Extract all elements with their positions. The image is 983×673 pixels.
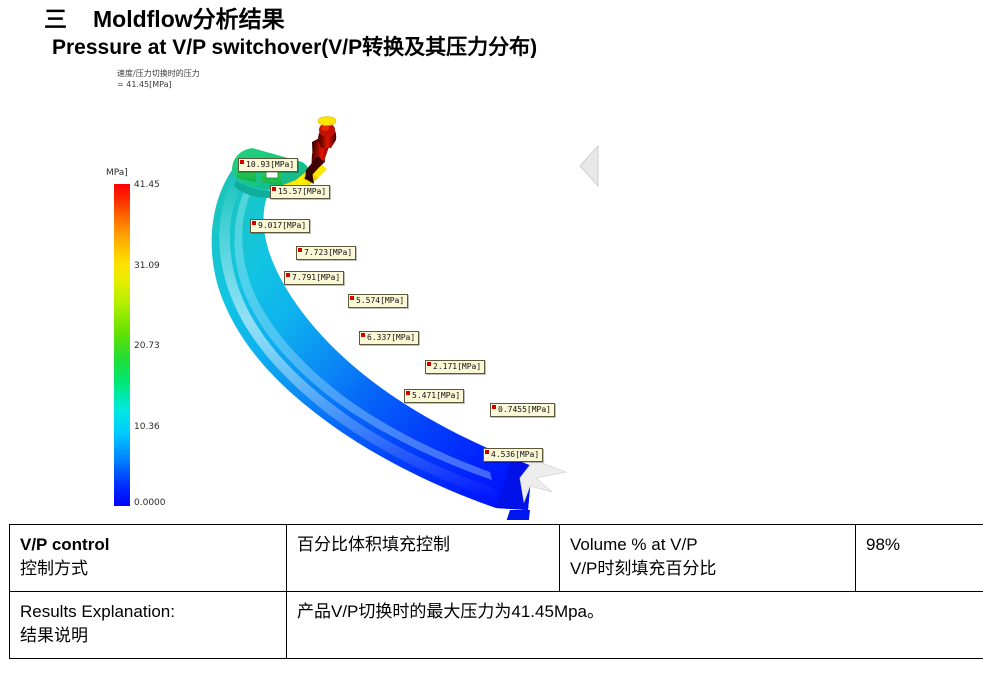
volume-pct-value: 98% (866, 535, 901, 554)
pressure-callout: 4.536[MPa] (483, 448, 544, 462)
plot-annotation: 速度/压力切换时的压力 = 41.45[MPa] (117, 68, 200, 90)
table-row: Results Explanation: 结果说明 产品V/P切换时的最大压力为… (9, 591, 983, 659)
sprue-knob-highlight (321, 125, 329, 131)
plot-annotation-line1: 速度/压力切换时的压力 (117, 69, 200, 78)
vp-control-label-cell: V/P control 控制方式 (9, 524, 287, 592)
sprue-tip (304, 172, 314, 184)
volume-pct-label-cell: Volume % at V/P V/P时刻填充百分比 (559, 524, 856, 592)
results-explanation-label-cell: Results Explanation: 结果说明 (9, 591, 287, 659)
color-scale-tick-4: 0.0000 (134, 498, 166, 508)
vp-control-label-cn: 控制方式 (20, 559, 88, 578)
injection-location-marker (317, 116, 337, 126)
pressure-callout: 7.723[MPa] (296, 246, 357, 260)
color-scale-tick-3: 10.36 (134, 422, 160, 432)
color-scale-unit-label: MPa] (106, 168, 128, 178)
pressure-callout: 15.57[MPa] (270, 185, 331, 199)
volume-pct-label-en: Volume % at V/P (570, 535, 698, 554)
pressure-callout: 9.017[MPa] (250, 219, 311, 233)
vp-control-label-en: V/P control (20, 535, 110, 554)
vp-control-value-cell: 百分比体积填充控制 (286, 524, 560, 592)
table-row: V/P control 控制方式 百分比体积填充控制 Volume % at V… (9, 524, 983, 592)
volume-pct-value-cell: 98% (855, 524, 983, 592)
results-explanation-value: 产品V/P切换时的最大压力为41.45Mpa。 (297, 602, 605, 621)
pressure-callout: 6.337[MPa] (359, 331, 420, 345)
color-scale-tick-0: 41.45 (134, 180, 160, 190)
page-subtitle: Pressure at V/P switchover(V/P转换及其压力分布) (52, 36, 538, 59)
pressure-callout: 5.471[MPa] (404, 389, 465, 403)
pressure-callout: 0.7455[MPa] (490, 403, 555, 417)
pressure-callout: 10.93[MPa] (238, 158, 299, 172)
results-explanation-value-cell: 产品V/P切换时的最大压力为41.45Mpa。 (286, 591, 983, 659)
page-title: 三 Moldflow分析结果 (44, 0, 285, 34)
results-table: V/P control 控制方式 百分比体积填充控制 Volume % at V… (9, 524, 983, 659)
pressure-callout: 7.791[MPa] (284, 271, 345, 285)
results-explanation-label-en: Results Explanation: (20, 602, 175, 621)
section-number: 三 (44, 6, 67, 32)
color-scale-tick-1: 31.09 (134, 261, 160, 271)
part-specular-highlight (219, 174, 499, 500)
pressure-callout: 5.574[MPa] (348, 294, 409, 308)
pressure-callout: 2.171[MPa] (425, 360, 486, 374)
view-pointer-lower-icon (519, 459, 568, 504)
model-viewport[interactable]: 速度/压力切换时的压力 = 41.45[MPa] MPa] 41.45 31.0… (0, 58, 983, 520)
part-tail-tip (506, 510, 530, 520)
plot-annotation-line2: = 41.45[MPa] (117, 80, 172, 89)
vp-control-value: 百分比体积填充控制 (297, 535, 450, 554)
color-scale-tick-2: 20.73 (134, 341, 160, 351)
page-title-text: Moldflow分析结果 (93, 6, 285, 32)
volume-pct-label-cn: V/P时刻填充百分比 (570, 559, 717, 578)
color-scale-gradient (114, 184, 130, 506)
results-explanation-label-cn: 结果说明 (20, 626, 88, 645)
view-pointer-upper-icon (579, 144, 599, 188)
